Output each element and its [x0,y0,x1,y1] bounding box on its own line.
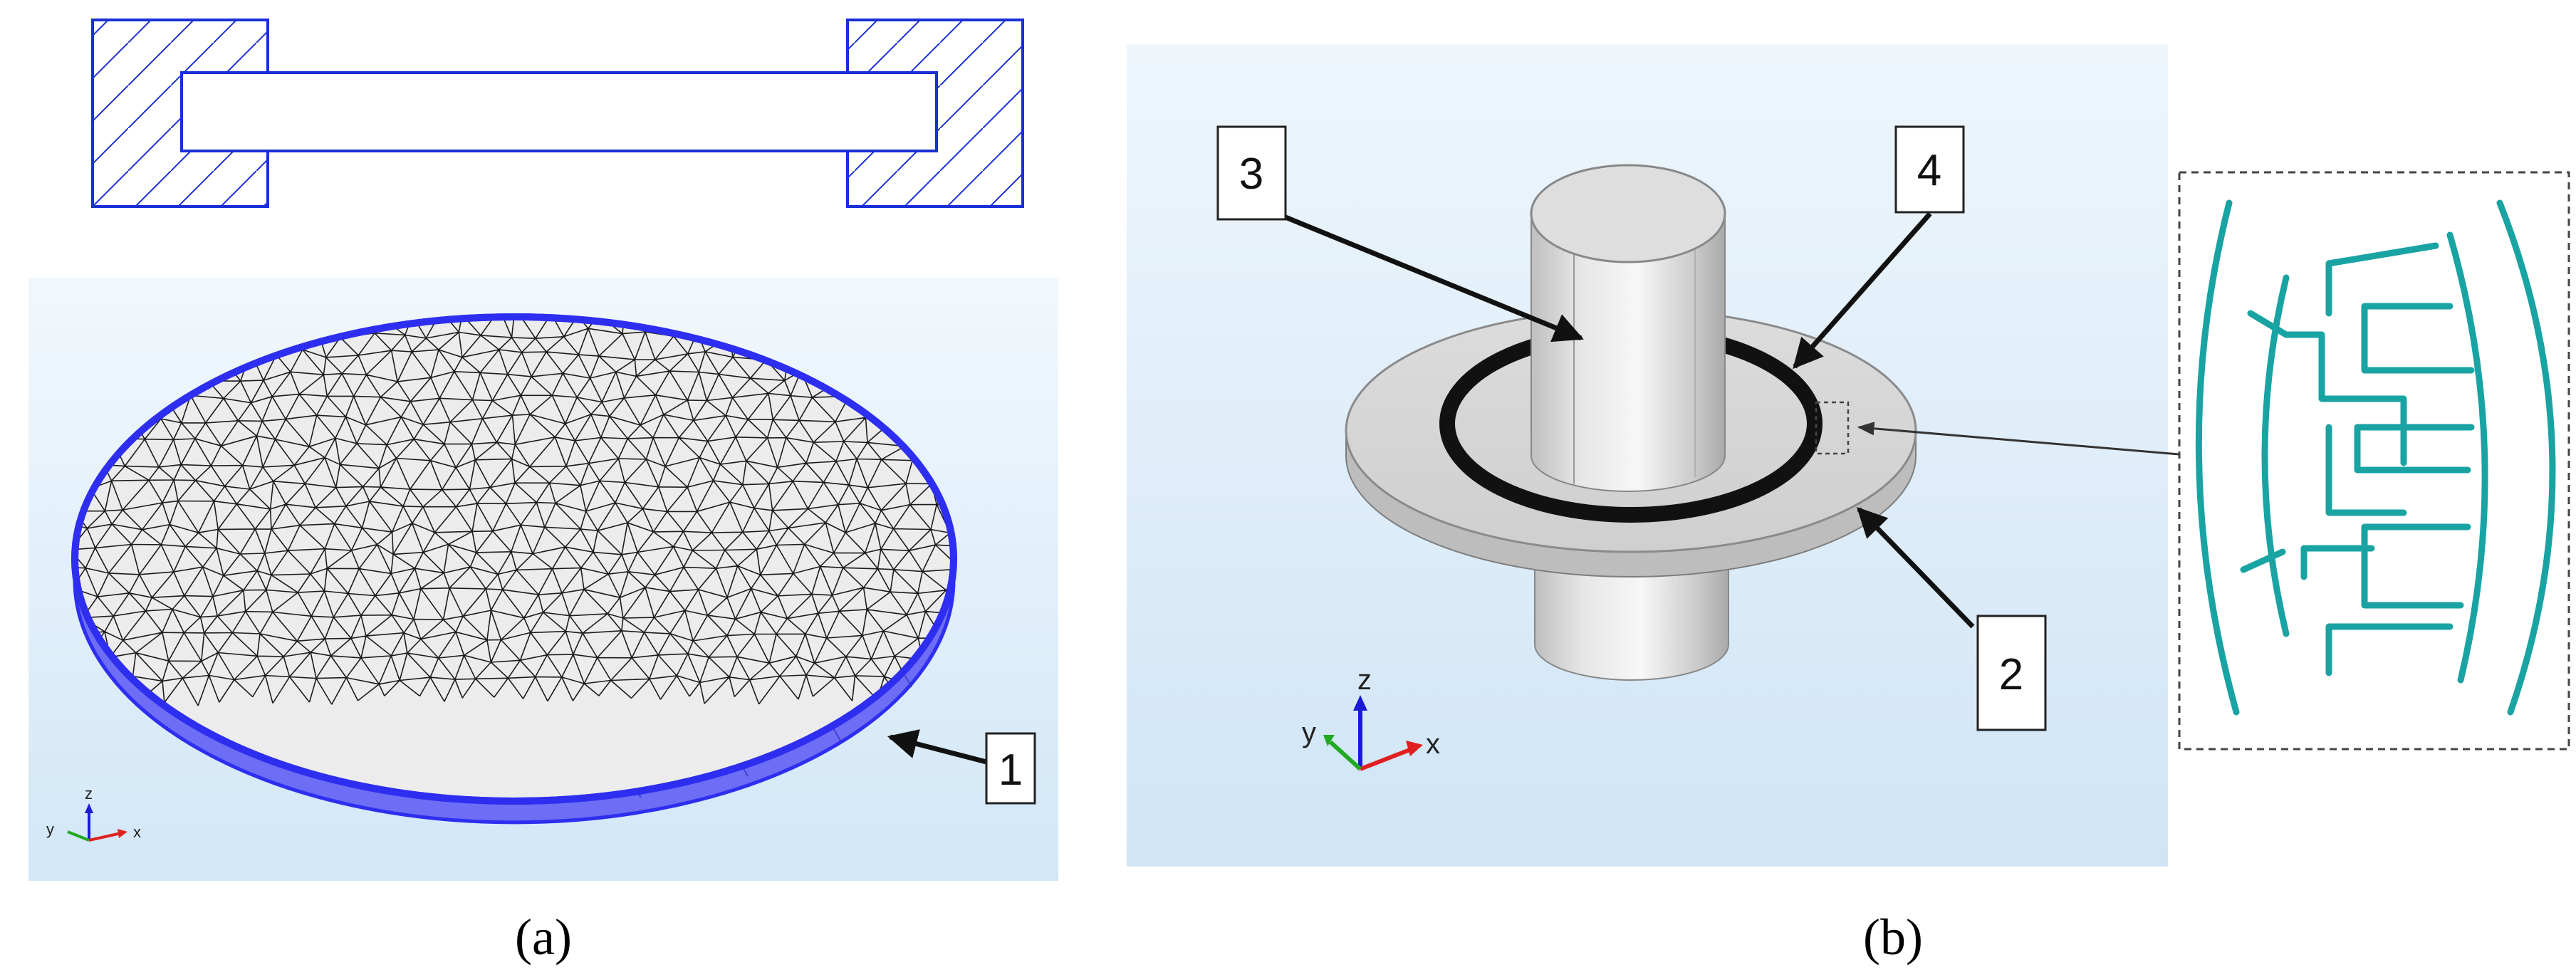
callout-4-label: 4 [1917,146,1941,195]
axis-a-z: z [85,785,93,803]
callout-2-label: 2 [1999,650,2023,699]
axis-b-x: x [1426,728,1440,760]
callout-1-label: 1 [998,746,1023,795]
meshed-disk [71,313,957,825]
sensor-detail-inset [2178,171,2570,751]
axis-a-y: y [46,820,54,838]
caption-b: (b) [1863,909,1923,966]
axis-b-y: y [1302,717,1316,748]
axis-triad-a: z x y [46,785,141,842]
callout-3: 3 [1216,125,1584,343]
sensor-assembly [1345,164,1917,681]
callout-3-label: 3 [1239,150,1263,199]
inset-leader-line [1857,422,2180,456]
callout-2: 2 [1857,506,2047,731]
callout-1: 1 [887,729,1036,805]
axis-triad-b: z x y [1302,664,1440,771]
panel-a: 1 z x y (a) [28,19,1058,966]
axis-b-z: z [1357,664,1372,696]
callout-4: 4 [1793,125,1965,370]
cross-section-drawing [91,19,1024,208]
axis-a-x: x [133,823,141,841]
sensor-trace-pattern [2195,199,2556,716]
panel-b: 3 4 2 z x y [1127,44,2570,966]
caption-a: (a) [515,909,572,966]
